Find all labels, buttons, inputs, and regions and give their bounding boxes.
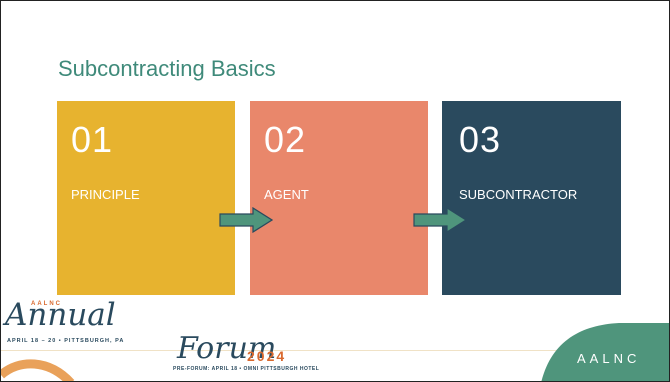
step-box-3: 03 SUBCONTRACTOR xyxy=(442,101,621,295)
step-label-2: AGENT xyxy=(264,187,309,202)
step-label-1: PRINCIPLE xyxy=(71,187,140,202)
step-label-3: SUBCONTRACTOR xyxy=(459,187,578,202)
step-number-1: 01 xyxy=(71,119,114,160)
right-arrow-icon xyxy=(413,207,467,233)
aalnc-logo-shape xyxy=(541,323,669,381)
step-box-1: 01 PRINCIPLE xyxy=(57,101,235,295)
preforum-info: PRE-FORUM: APRIL 18 • OMNI PITTSBURGH HO… xyxy=(173,366,320,372)
forum-logo-decoration xyxy=(1,359,75,381)
event-dates: APRIL 18 – 20 • PITTSBURGH, PA xyxy=(7,338,125,344)
logo-year: 2024 xyxy=(247,348,287,364)
logo-org-small: AALNC xyxy=(31,301,62,307)
slide-title: Subcontracting Basics xyxy=(58,56,276,81)
logo-word-annual: Annual xyxy=(5,297,116,333)
step-number-2: 02 xyxy=(264,119,307,160)
footer-divider xyxy=(1,350,561,351)
right-arrow-icon xyxy=(219,207,273,233)
step-box-2: 02 AGENT xyxy=(250,101,428,295)
aalnc-logo-text: AALNC xyxy=(577,351,641,366)
step-number-3: 03 xyxy=(459,119,502,160)
logo-word-forum: Forum xyxy=(177,331,277,366)
